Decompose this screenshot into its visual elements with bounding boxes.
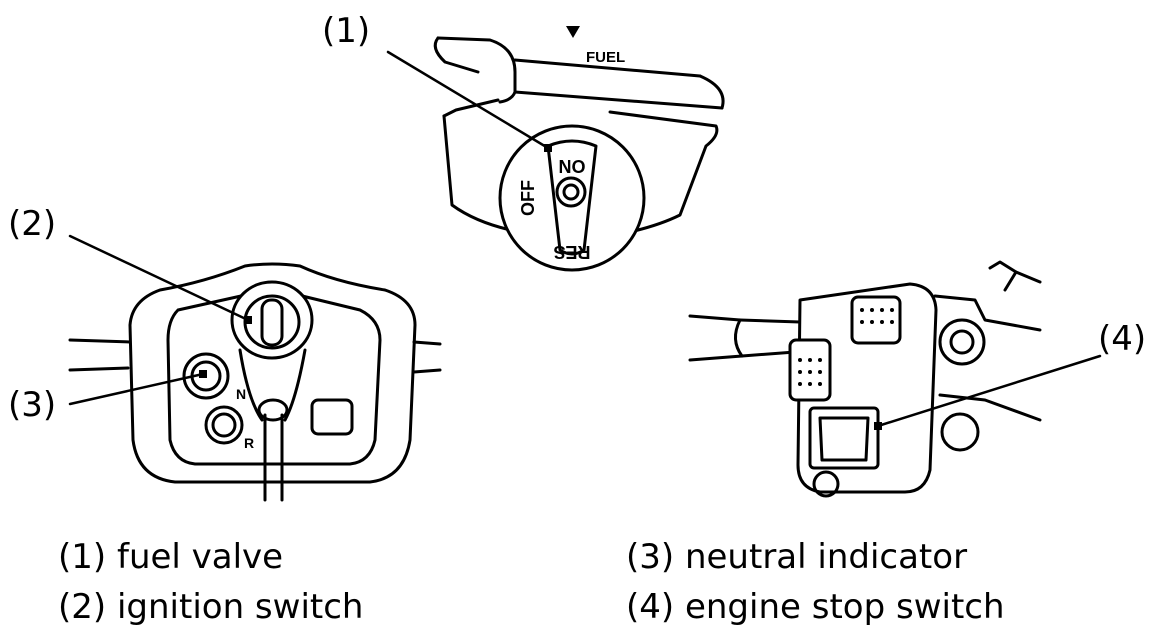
leader-lines xyxy=(68,50,1102,428)
ignition-panel-illustration xyxy=(68,262,442,502)
leader-dot-2 xyxy=(244,316,252,324)
reverse-letter: R xyxy=(244,435,254,451)
leader-dot-1 xyxy=(544,144,552,152)
fuel-label: FUEL xyxy=(586,49,625,66)
callout-1: (1) xyxy=(322,11,371,51)
callout-4: (4) xyxy=(1098,319,1147,359)
neutral-letter: N xyxy=(236,386,246,402)
fuel-valve-on-label: ON xyxy=(559,156,586,176)
callout-3: (3) xyxy=(8,385,57,425)
leader-dot-4 xyxy=(874,422,882,430)
engine-stop-switch-illustration xyxy=(688,260,1042,498)
leader-line-4 xyxy=(876,354,1102,428)
legend-item-ignition-switch: (2) ignition switch xyxy=(58,587,364,627)
callout-2: (2) xyxy=(8,204,57,244)
fuel-valve-illustration xyxy=(433,36,725,272)
legend-item-fuel-valve: (1) fuel valve xyxy=(58,537,284,577)
leader-dot-3 xyxy=(199,370,207,378)
leader-line-1 xyxy=(386,50,550,150)
fuel-valve-res-label: RES xyxy=(553,242,590,262)
leader-line-2 xyxy=(68,234,250,322)
fuel-valve-off-label: OFF xyxy=(518,180,538,216)
leader-line-3 xyxy=(68,372,205,406)
legend-item-engine-stop-switch: (4) engine stop switch xyxy=(626,587,1005,627)
legend-item-neutral-indicator: (3) neutral indicator xyxy=(626,537,968,577)
